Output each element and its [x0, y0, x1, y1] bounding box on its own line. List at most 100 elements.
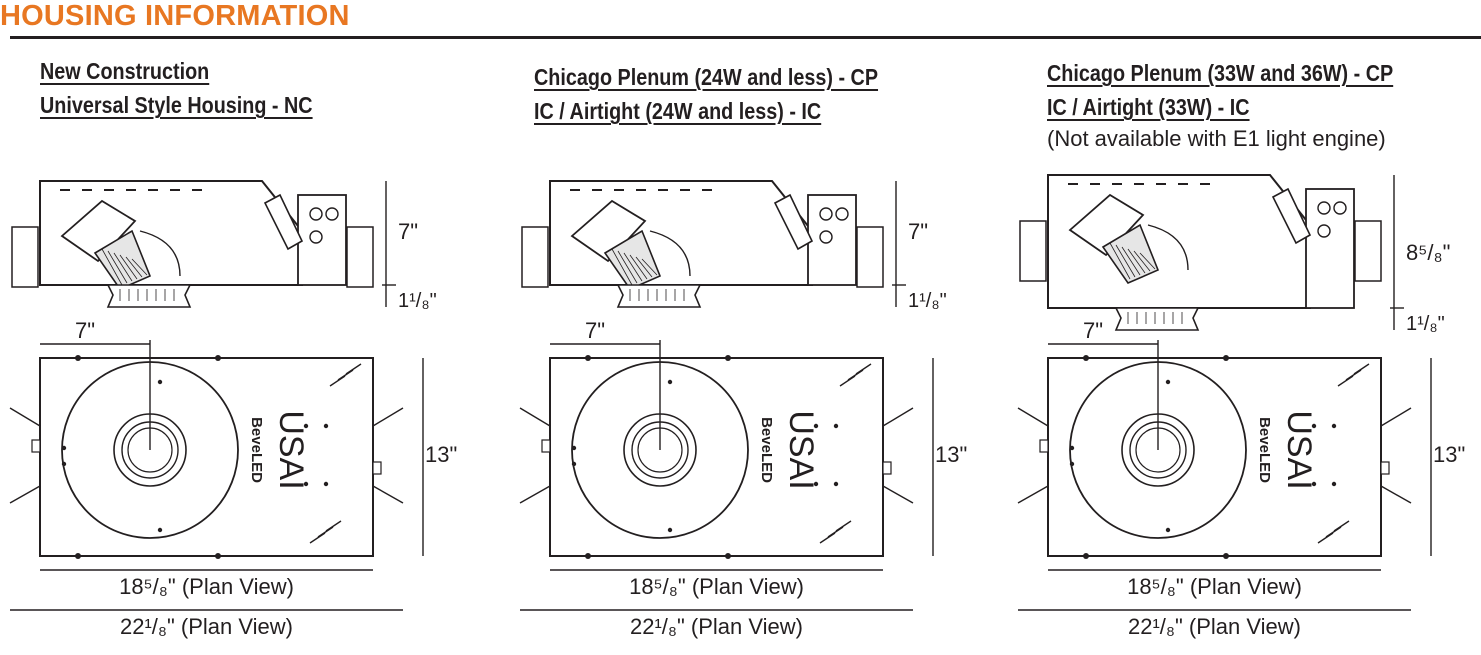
heading-line-1: New Construction — [40, 58, 210, 84]
screw-dot — [833, 481, 839, 487]
mounting-tab — [725, 553, 731, 559]
reflector-cone — [1101, 223, 1160, 284]
logo-usai: USAI — [782, 410, 820, 489]
bar-hanger-right — [1354, 220, 1382, 282]
reflector-grid — [119, 254, 138, 280]
screw-dot — [323, 481, 329, 487]
plan-outline — [39, 357, 374, 557]
hanger-arm — [882, 407, 914, 427]
overall-width-label: 22¹/₈" (Plan View) — [630, 614, 803, 639]
elevation-view: 7"1¹/₈" — [11, 180, 437, 312]
driver-module — [773, 193, 814, 251]
corner-hatch — [1353, 363, 1370, 375]
screw-dot — [61, 445, 67, 451]
heading-cp-large: Chicago Plenum (33W and 36W) - CP IC / A… — [1047, 56, 1393, 124]
mounting-arc — [1147, 224, 1189, 271]
heading-line-2: IC / Airtight (24W and less) - IC — [534, 98, 822, 124]
hanger-arm — [1380, 407, 1412, 427]
bar-hanger-left — [11, 226, 39, 288]
reflector-grid — [107, 250, 128, 284]
corner-hatch — [855, 363, 872, 375]
hanger-arm — [372, 485, 404, 504]
screw-dot — [1165, 527, 1171, 533]
knockout-icon — [325, 207, 339, 221]
driver-module — [263, 193, 304, 251]
logo-beveled: BeveLED — [248, 417, 265, 483]
title-rule — [10, 36, 1481, 39]
screw-dot — [1069, 445, 1075, 451]
bar-hanger-left — [521, 226, 549, 288]
mounting-arc — [649, 230, 691, 277]
mounting-tab — [215, 553, 221, 559]
knockout-icon — [1333, 201, 1347, 215]
reflector-grid — [623, 252, 643, 282]
screw-dot — [813, 481, 819, 487]
reflector-grid — [1121, 246, 1141, 276]
heading-cp-small: Chicago Plenum (24W and less) - CP IC / … — [534, 60, 878, 128]
knockout-icon — [1317, 201, 1331, 215]
overall-width-label: 22¹/₈" (Plan View) — [120, 614, 293, 639]
plan-outline — [549, 357, 884, 557]
logo-usai: USAI — [1280, 410, 1318, 489]
junction-box — [297, 194, 347, 286]
screw-dot — [571, 461, 577, 467]
reflector-grid — [131, 258, 148, 276]
elevation-height-label: 7" — [398, 219, 418, 244]
screw-dot — [571, 445, 577, 451]
hanger-arm — [9, 407, 41, 427]
light-engine — [1068, 193, 1145, 257]
trim-ring — [616, 284, 702, 308]
screw-dot — [833, 423, 839, 429]
reflector-grid — [635, 256, 653, 278]
clip — [541, 439, 551, 453]
trim-ring — [1114, 307, 1200, 331]
hanger-arm — [519, 407, 551, 427]
plan-offset-label: 7" — [75, 318, 95, 343]
clip — [372, 461, 382, 475]
screw-dot — [1331, 423, 1337, 429]
screw-dot — [1165, 379, 1171, 385]
mounting-tab — [1223, 355, 1229, 361]
plan-depth-label: 13" — [1433, 442, 1465, 467]
bar-hanger-right — [856, 226, 884, 288]
light-engine — [60, 199, 137, 263]
knockout-icon — [819, 230, 833, 244]
screw-dot — [157, 379, 163, 385]
bar-hanger-right — [346, 226, 374, 288]
hanger-arm — [1017, 407, 1049, 427]
heading-line-1: Chicago Plenum (33W and 36W) - CP — [1047, 60, 1394, 86]
light-engine — [570, 199, 647, 263]
reflector-cone — [603, 229, 662, 290]
mounting-tab — [1223, 553, 1229, 559]
knockout-icon — [1317, 224, 1331, 238]
elevation-view: 7"1¹/₈" — [521, 180, 947, 312]
plan-offset-label: 7" — [585, 318, 605, 343]
knockout-icon — [309, 230, 323, 244]
reflector-grid — [641, 258, 658, 276]
plan-width-label: 18⁵/₈" (Plan View) — [629, 574, 804, 599]
screw-dot — [1331, 481, 1337, 487]
reflector-grid — [1127, 248, 1146, 274]
trim-height-label: 1¹/₈" — [1406, 313, 1445, 335]
heading-line-2: Universal Style Housing - NC — [40, 92, 313, 118]
mounting-tab — [75, 553, 81, 559]
reflector-grid — [113, 252, 133, 282]
clip — [1380, 461, 1390, 475]
screw-dot — [667, 379, 673, 385]
reflector-grid — [629, 254, 648, 280]
plan-offset-label: 7" — [1083, 318, 1103, 343]
mounting-arc — [139, 230, 181, 277]
reflector-grid — [1133, 250, 1151, 272]
plan-width-label: 18⁵/₈" (Plan View) — [1127, 574, 1302, 599]
screw-dot — [813, 423, 819, 429]
screw-dot — [323, 423, 329, 429]
hanger-arm — [1380, 485, 1412, 504]
screw-dot — [1311, 423, 1317, 429]
junction-box — [807, 194, 857, 286]
